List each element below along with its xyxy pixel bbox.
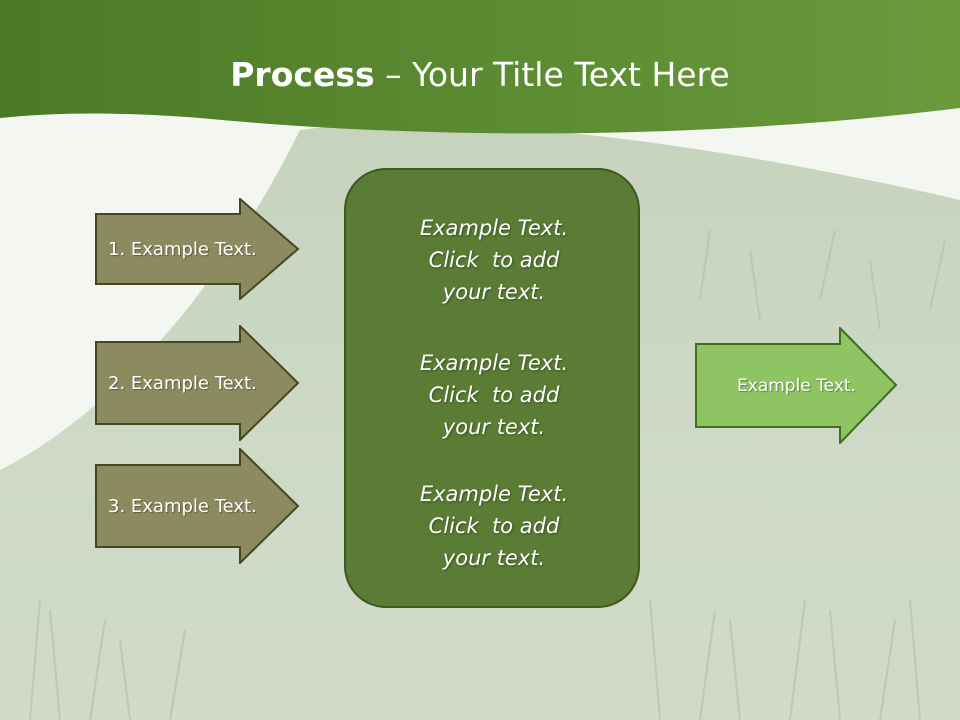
input-label-1: 1. Example Text.	[108, 238, 257, 260]
process-line: Example Text.	[419, 351, 569, 375]
input-arrow-1[interactable]: 1. Example Text.	[95, 198, 300, 300]
process-text-3: Example Text. Click to add your text.	[346, 478, 642, 574]
title-bold: Process	[230, 55, 375, 94]
page-title: Process – Your Title Text Here	[0, 50, 960, 100]
process-box[interactable]: Example Text. Click to add your text. Ex…	[344, 168, 640, 608]
process-text-2: Example Text. Click to add your text.	[346, 347, 642, 443]
process-line: your text.	[442, 415, 546, 439]
output-label: Example Text.	[737, 375, 856, 396]
process-line: Click to add	[428, 383, 560, 407]
process-text-1: Example Text. Click to add your text.	[346, 212, 642, 308]
process-line: Example Text.	[419, 482, 569, 506]
arrow-shape	[95, 448, 300, 564]
arrow-shape	[95, 198, 300, 300]
output-arrow[interactable]: Example Text.	[695, 327, 898, 444]
title-rest: – Your Title Text Here	[374, 55, 730, 94]
process-line: Example Text.	[419, 216, 569, 240]
process-line: Click to add	[428, 514, 560, 538]
arrow-shape	[95, 325, 300, 441]
input-arrow-3[interactable]: 3. Example Text.	[95, 448, 300, 564]
input-arrow-2[interactable]: 2. Example Text.	[95, 325, 300, 441]
input-label-2: 2. Example Text.	[108, 372, 257, 394]
arrow-shape	[695, 327, 898, 444]
process-line: your text.	[442, 546, 546, 570]
header-band	[0, 0, 960, 134]
process-line: Click to add	[428, 248, 560, 272]
input-label-3: 3. Example Text.	[108, 495, 257, 517]
process-line: your text.	[442, 280, 546, 304]
